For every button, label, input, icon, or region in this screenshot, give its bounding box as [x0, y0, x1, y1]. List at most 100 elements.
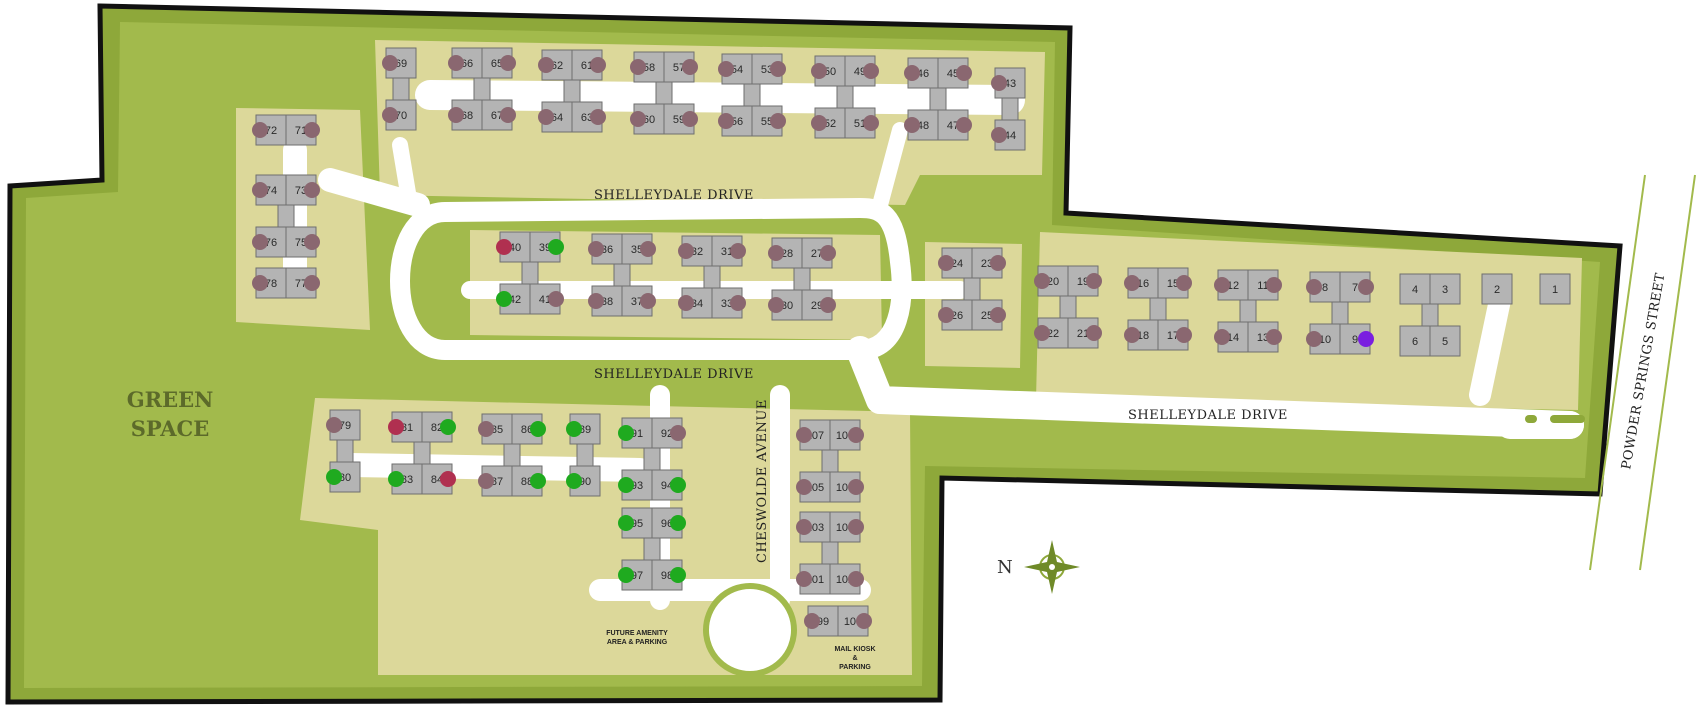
status-dot-sold-92[interactable] — [670, 425, 686, 441]
status-dot-sold-56[interactable] — [718, 113, 734, 129]
status-dot-sold-59[interactable] — [682, 111, 698, 127]
status-dot-available-96[interactable] — [670, 515, 686, 531]
status-dot-sold-57[interactable] — [682, 59, 698, 75]
status-dot-sold-26[interactable] — [938, 307, 954, 323]
status-dot-sold-63[interactable] — [590, 109, 606, 125]
status-dot-sold-37[interactable] — [640, 293, 656, 309]
status-dot-sold-8[interactable] — [1306, 279, 1322, 295]
lot-5[interactable] — [1429, 325, 1461, 357]
status-dot-sold-25[interactable] — [990, 307, 1006, 323]
status-dot-sold-17[interactable] — [1176, 327, 1192, 343]
status-dot-sold-69[interactable] — [382, 55, 398, 71]
status-dot-sold-18[interactable] — [1124, 327, 1140, 343]
status-dot-sold-46[interactable] — [904, 65, 920, 81]
status-dot-sold-104[interactable] — [848, 519, 864, 535]
status-dot-sold-14[interactable] — [1214, 329, 1230, 345]
status-dot-sold-15[interactable] — [1176, 275, 1192, 291]
status-dot-available-83[interactable] — [388, 471, 404, 487]
status-dot-sold-43[interactable] — [991, 75, 1007, 91]
status-dot-sold-85[interactable] — [478, 421, 494, 437]
status-dot-sold-103[interactable] — [796, 519, 812, 535]
status-dot-sold-102[interactable] — [848, 571, 864, 587]
status-dot-sold-65[interactable] — [500, 55, 516, 71]
status-dot-sold-107[interactable] — [796, 427, 812, 443]
status-dot-reserved-84[interactable] — [440, 471, 456, 487]
status-dot-sold-47[interactable] — [956, 117, 972, 133]
status-dot-reserved-40[interactable] — [496, 239, 512, 255]
status-dot-available-89[interactable] — [566, 421, 582, 437]
status-dot-sold-53[interactable] — [770, 61, 786, 77]
status-dot-sold-7[interactable] — [1358, 279, 1374, 295]
lot-4[interactable] — [1399, 273, 1431, 305]
status-dot-sold-108[interactable] — [848, 427, 864, 443]
status-dot-sold-10[interactable] — [1306, 331, 1322, 347]
status-dot-sold-29[interactable] — [820, 297, 836, 313]
status-dot-sold-64[interactable] — [538, 109, 554, 125]
status-dot-available-86[interactable] — [530, 421, 546, 437]
status-dot-sold-49[interactable] — [863, 63, 879, 79]
status-dot-sold-41[interactable] — [548, 291, 564, 307]
status-dot-sold-78[interactable] — [252, 275, 268, 291]
status-dot-available-95[interactable] — [618, 515, 634, 531]
status-dot-sold-55[interactable] — [770, 113, 786, 129]
lot-28[interactable] — [771, 237, 803, 269]
status-dot-available-80[interactable] — [326, 469, 342, 485]
status-dot-sold-68[interactable] — [448, 107, 464, 123]
status-dot-sold-48[interactable] — [904, 117, 920, 133]
status-dot-sold-99[interactable] — [804, 613, 820, 629]
status-dot-sold-77[interactable] — [304, 275, 320, 291]
status-dot-sold-52[interactable] — [811, 115, 827, 131]
status-dot-sold-34[interactable] — [678, 295, 694, 311]
status-dot-sold-67[interactable] — [500, 107, 516, 123]
status-dot-sold-12[interactable] — [1214, 277, 1230, 293]
status-dot-sold-23[interactable] — [990, 255, 1006, 271]
status-dot-sold-11[interactable] — [1266, 277, 1282, 293]
status-dot-sold-70[interactable] — [382, 107, 398, 123]
status-dot-sold-35[interactable] — [640, 241, 656, 257]
status-dot-sold-58[interactable] — [630, 59, 646, 75]
status-dot-sold-45[interactable] — [956, 65, 972, 81]
status-dot-sold-62[interactable] — [538, 57, 554, 73]
status-dot-sold-13[interactable] — [1266, 329, 1282, 345]
status-dot-sold-100[interactable] — [856, 613, 872, 629]
status-dot-sold-44[interactable] — [991, 127, 1007, 143]
status-dot-available-97[interactable] — [618, 567, 634, 583]
status-dot-available-93[interactable] — [618, 477, 634, 493]
lot-67[interactable] — [481, 99, 513, 131]
lot-1[interactable] — [1539, 273, 1571, 305]
status-dot-sold-22[interactable] — [1034, 325, 1050, 341]
status-dot-sold-30[interactable] — [768, 297, 784, 313]
status-dot-sold-27[interactable] — [820, 245, 836, 261]
status-dot-sold-51[interactable] — [863, 115, 879, 131]
status-dot-sold-38[interactable] — [588, 293, 604, 309]
status-dot-available-91[interactable] — [618, 425, 634, 441]
lot-77[interactable] — [285, 267, 317, 299]
status-dot-sold-24[interactable] — [938, 255, 954, 271]
status-dot-sold-32[interactable] — [678, 243, 694, 259]
status-dot-available-98[interactable] — [670, 567, 686, 583]
lot-3[interactable] — [1429, 273, 1461, 305]
status-dot-sold-71[interactable] — [304, 122, 320, 138]
status-dot-sold-28[interactable] — [768, 245, 784, 261]
status-dot-sold-74[interactable] — [252, 182, 268, 198]
status-dot-sold-54[interactable] — [718, 61, 734, 77]
status-dot-sold-21[interactable] — [1086, 325, 1102, 341]
status-dot-sold-73[interactable] — [304, 182, 320, 198]
status-dot-sold-16[interactable] — [1124, 275, 1140, 291]
status-dot-available-90[interactable] — [566, 473, 582, 489]
status-dot-sold-20[interactable] — [1034, 273, 1050, 289]
status-dot-available-39[interactable] — [548, 239, 564, 255]
status-dot-sold-79[interactable] — [326, 417, 342, 433]
status-dot-selected-9[interactable] — [1358, 331, 1374, 347]
status-dot-sold-33[interactable] — [730, 295, 746, 311]
lot-52[interactable] — [814, 107, 846, 139]
status-dot-sold-76[interactable] — [252, 234, 268, 250]
lot-107[interactable] — [799, 419, 831, 451]
status-dot-available-88[interactable] — [530, 473, 546, 489]
status-dot-sold-31[interactable] — [730, 243, 746, 259]
status-dot-sold-66[interactable] — [448, 55, 464, 71]
status-dot-sold-50[interactable] — [811, 63, 827, 79]
status-dot-available-82[interactable] — [440, 419, 456, 435]
status-dot-sold-36[interactable] — [588, 241, 604, 257]
lot-96[interactable] — [651, 507, 683, 539]
